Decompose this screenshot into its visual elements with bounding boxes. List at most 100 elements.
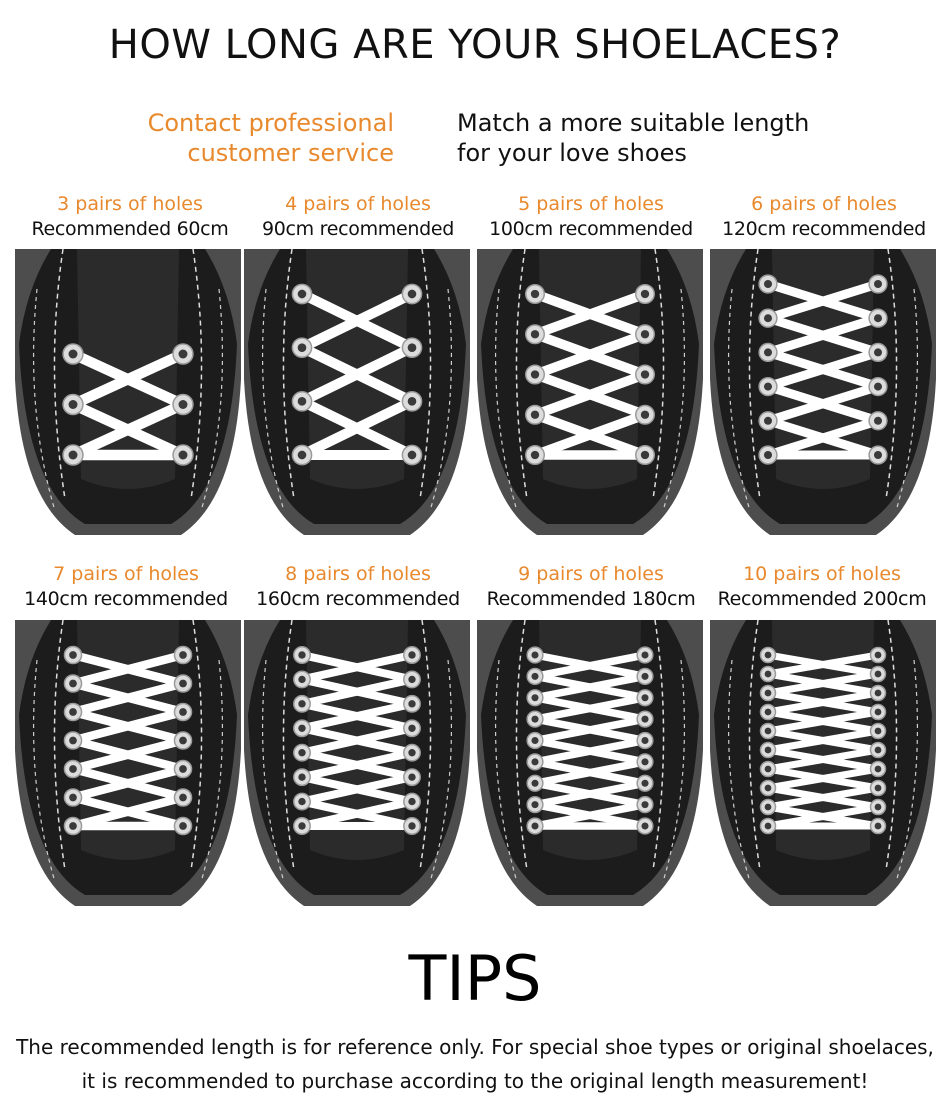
stitch-left [282, 620, 295, 871]
size-caption-5: 5 pairs of holes 100cm recommended [475, 192, 707, 242]
eyelet-hole [531, 694, 539, 702]
lace-segment [301, 773, 413, 806]
lace-segment [534, 779, 646, 809]
eyelet-hole [874, 708, 882, 716]
eyelet-hole [179, 736, 187, 745]
lace-segment [534, 694, 646, 723]
eyelet-hole [640, 289, 650, 299]
shoe-image-4 [244, 249, 470, 535]
eyelet-hole [408, 675, 416, 684]
shoe-image-7 [15, 620, 241, 906]
lace-segment [766, 382, 880, 426]
stitch-right [419, 249, 432, 500]
eyelet-hole [874, 746, 882, 754]
lace-segment [766, 348, 880, 391]
stitch-outer-left [262, 659, 285, 883]
sole-outline [477, 750, 703, 906]
pairs-label: 4 pairs of holes [285, 193, 431, 215]
contact-service-text: Contact professional customer service [100, 108, 394, 168]
eyelet-hole [763, 314, 773, 323]
lace-segment [534, 651, 646, 681]
lace-segment [301, 651, 413, 684]
stitch-left [748, 249, 761, 500]
length-label: 160cm recommended [256, 588, 460, 610]
lace-segment [534, 800, 646, 830]
shoe-image-10 [710, 620, 936, 906]
length-label: Recommended 200cm [717, 588, 927, 610]
eyelet-hole [531, 672, 539, 680]
size-caption-4: 4 pairs of holes 90cm recommended [242, 192, 474, 242]
eyelet-hole [763, 348, 773, 357]
eyelet-hole [873, 382, 883, 391]
eyelet-hole [874, 670, 882, 678]
lace-segment [301, 724, 413, 757]
eyelet-hole [69, 736, 77, 745]
lace-segment [299, 289, 415, 353]
eyelet-hole [531, 822, 539, 830]
eyelet-hole [297, 397, 307, 406]
eyelet-hole [641, 822, 649, 830]
eyelet-hole [531, 758, 539, 766]
eyelet-hole [298, 822, 306, 830]
eyelet-hole [69, 765, 77, 773]
eyelet-hole [179, 765, 187, 773]
pairs-label: 7 pairs of holes [53, 563, 199, 585]
eyelet-hole [873, 348, 883, 357]
stitch-left [515, 620, 528, 871]
length-label: 90cm recommended [261, 218, 455, 240]
pairs-label: 6 pairs of holes [751, 193, 897, 215]
laces [767, 651, 879, 830]
eyelet-hole [641, 651, 649, 659]
eyelet-hole [764, 689, 772, 697]
eyelet-hole [408, 797, 416, 806]
lace-segment [301, 675, 413, 708]
stitch-outer-left [728, 288, 751, 512]
lace-segment [767, 784, 879, 811]
lace-segment [299, 343, 415, 406]
eyelet-hole [69, 822, 77, 830]
contact-line-2: customer service [187, 139, 394, 167]
eyelet-hole [764, 670, 772, 678]
eyelet-hole [530, 370, 540, 379]
pairs-label: 8 pairs of holes [285, 563, 431, 585]
eyelet-hole [408, 724, 416, 732]
laces [70, 349, 186, 461]
eyelet-hole [640, 330, 650, 339]
stitch-left [53, 249, 66, 500]
laces [533, 289, 647, 460]
shoe-illustration [15, 249, 241, 535]
lace-segment [299, 396, 415, 460]
lace-segment [301, 699, 413, 733]
eyelet-hole [641, 736, 649, 745]
tips-line-1: The recommended length is for reference … [16, 1035, 934, 1059]
shoe-image-9 [477, 620, 703, 906]
length-label: Recommended 60cm [31, 218, 229, 240]
eyelet-hole [298, 797, 306, 806]
eyelet-hole [408, 749, 416, 757]
size-caption-9: 9 pairs of holes Recommended 180cm [475, 562, 707, 612]
eyelet-hole [69, 708, 77, 716]
stitch-outer-left [495, 288, 518, 512]
size-caption-6: 6 pairs of holes 120cm recommended [708, 192, 940, 242]
eyelet-hole [408, 700, 416, 708]
eyelet-hole [69, 679, 77, 688]
eyelet-hole [179, 679, 187, 688]
lace-segment [533, 410, 647, 460]
sole-outline [15, 750, 241, 906]
stitch-right [652, 249, 665, 500]
contact-line-1: Contact professional [147, 109, 394, 137]
eyelet-hole [763, 382, 773, 391]
eyelet-hole [764, 822, 772, 830]
stitch-left [515, 249, 528, 500]
eyelet-hole [407, 343, 417, 352]
stitch-right [190, 249, 203, 500]
shoe-image-8 [244, 620, 470, 906]
shoe-illustration [244, 620, 470, 906]
sole-outline [710, 750, 936, 906]
lace-segment [767, 803, 879, 830]
sole-outline [477, 379, 703, 535]
lace-segment [766, 279, 880, 323]
stitch-right [190, 620, 203, 871]
eyelet-hole [764, 784, 772, 792]
lace-segment [533, 329, 647, 379]
